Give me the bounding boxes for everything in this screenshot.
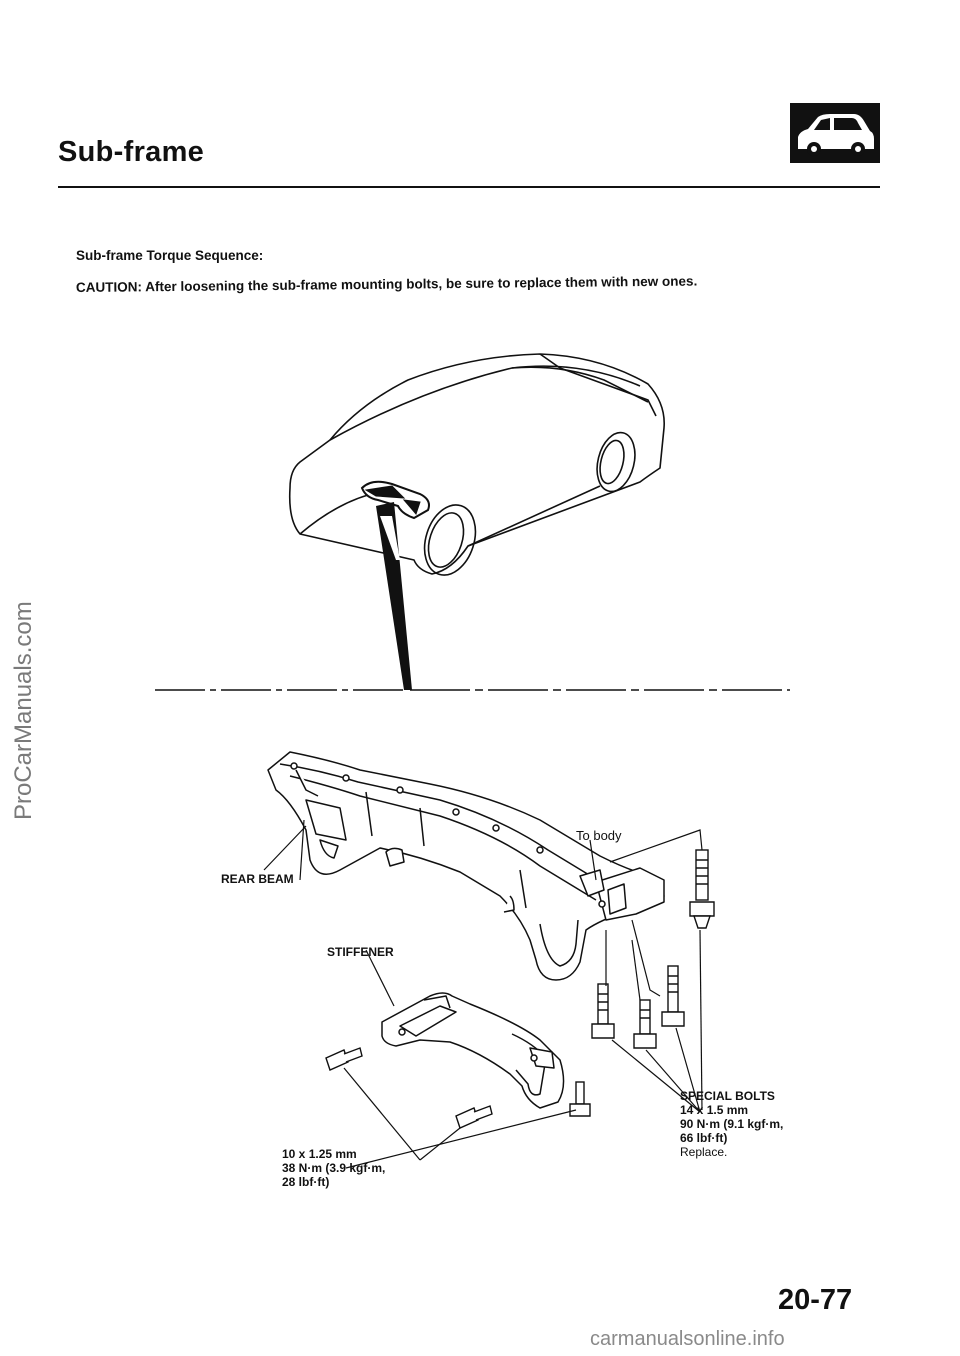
side-watermark: ProCarManuals.com bbox=[10, 601, 37, 820]
car-section-icon bbox=[790, 103, 880, 163]
small-bolt-size: 10 x 1.25 mm bbox=[282, 1147, 357, 1161]
small-bolt-torque-lbf: 28 lbf·ft) bbox=[282, 1175, 330, 1189]
small-bolt-spec: 10 x 1.25 mm 38 N·m (3.9 kgf·m, 28 lbf·f… bbox=[282, 1147, 385, 1189]
page-number: 20-77 bbox=[778, 1284, 853, 1316]
leader-lines bbox=[263, 819, 703, 1169]
callout-wedge bbox=[376, 502, 412, 690]
torque-sequence-heading: Sub-frame Torque Sequence: bbox=[76, 248, 264, 263]
footer-watermark: carmanualsonline.info bbox=[590, 1328, 785, 1350]
rear-beam-label: REAR BEAM bbox=[221, 872, 294, 886]
special-bolt-torque-lbf: 66 lbf·ft) bbox=[680, 1131, 728, 1145]
stiffener-label: STIFFENER bbox=[327, 945, 394, 959]
stiffener-drawing bbox=[381, 992, 565, 1109]
car-outline bbox=[288, 353, 665, 576]
engine-bay-part bbox=[360, 480, 430, 520]
small-bolt-torque: 38 N·m (3.9 kgf·m, bbox=[282, 1161, 386, 1175]
to-body-label: To body bbox=[576, 828, 622, 843]
rear-beam-drawing bbox=[267, 751, 665, 981]
special-bolt-spec: SPECIAL BOLTS 14 x 1.5 mm 90 N·m (9.1 kg… bbox=[680, 1089, 783, 1159]
title-rule bbox=[58, 186, 880, 188]
special-bolt-replace-note: Replace. bbox=[680, 1145, 728, 1159]
special-bolt-torque: 90 N·m (9.1 kgf·m, bbox=[680, 1117, 784, 1131]
special-bolt-size: 14 x 1.5 mm bbox=[680, 1103, 749, 1117]
page-title: Sub-frame bbox=[58, 136, 205, 168]
bolts bbox=[325, 849, 715, 1129]
special-bolt-title: SPECIAL BOLTS bbox=[680, 1089, 775, 1103]
